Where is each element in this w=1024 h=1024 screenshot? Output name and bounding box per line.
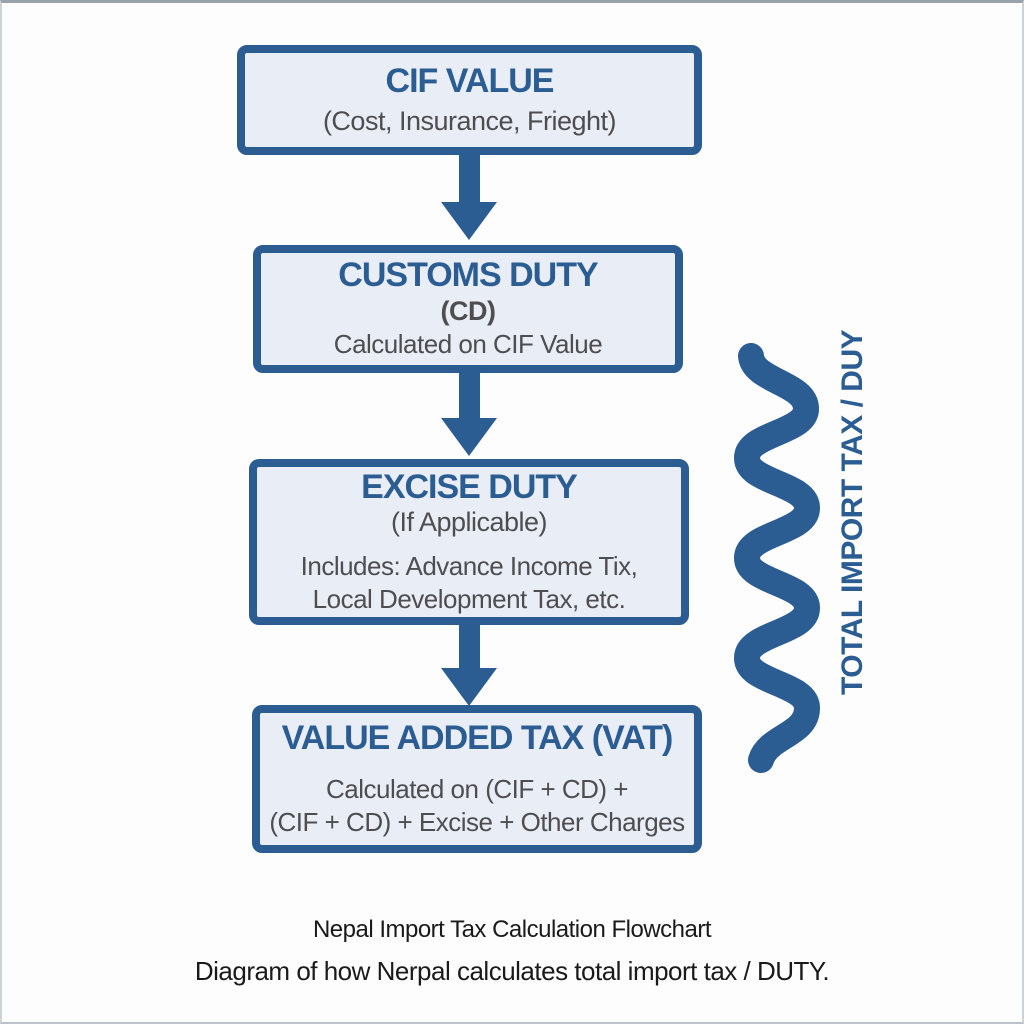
customs-duty-note: Calculated on CIF Value [333,329,603,360]
customs-duty-code: (CD) [440,295,496,326]
flow-arrow-down-icon [441,152,497,240]
excise-duty-subtitle: (If Applicable) [390,507,548,537]
total-import-tax-side-label: TOTAL IMPORT TAX / DUY [836,329,869,695]
arrow-stem [458,152,480,202]
excise-duty-box: EXCISE DUTY (If Applicable) Includes: Ad… [249,459,689,625]
excise-duty-title: EXCISE DUTY [361,467,578,506]
flowchart-caption-description: Diagram of how Nerpal calculates total i… [194,956,830,986]
arrow-head [441,202,497,240]
flow-arrow-down-icon [441,370,497,456]
vat-note-line2: (CIF + CD) + Excise + Other Charges [269,806,685,837]
cif-value-subtitle: (Cost, Insurance, Frieght) [322,105,617,136]
vat-title: VALUE ADDED TAX (VAT) [281,718,674,757]
arrow-stem [458,622,480,668]
arrow-stem [458,370,480,418]
cif-value-title: CIF VALUE [385,62,555,101]
vat-box: VALUE ADDED TAX (VAT) Calculated on (CIF… [252,705,702,853]
cif-value-box: CIF VALUE (Cost, Insurance, Frieght) [237,45,702,155]
total-import-brace-squiggle-icon [733,343,821,773]
arrow-head [441,668,497,706]
excise-duty-note-line1: Includes: Advance Income Tix, [300,551,638,582]
flow-arrow-down-icon [441,622,497,706]
flowchart-caption-title: Nepal Import Tax Calculation Flowchart [312,916,712,943]
excise-duty-note-line2: Local Development Tax, etc. [312,583,626,614]
customs-duty-box: CUSTOMS DUTY (CD) Calculated on CIF Valu… [253,245,683,373]
vat-note-line1: Calculated on (CIF + CD) + [325,774,629,805]
customs-duty-title: CUSTOMS DUTY [338,256,598,295]
arrow-head [441,418,497,456]
